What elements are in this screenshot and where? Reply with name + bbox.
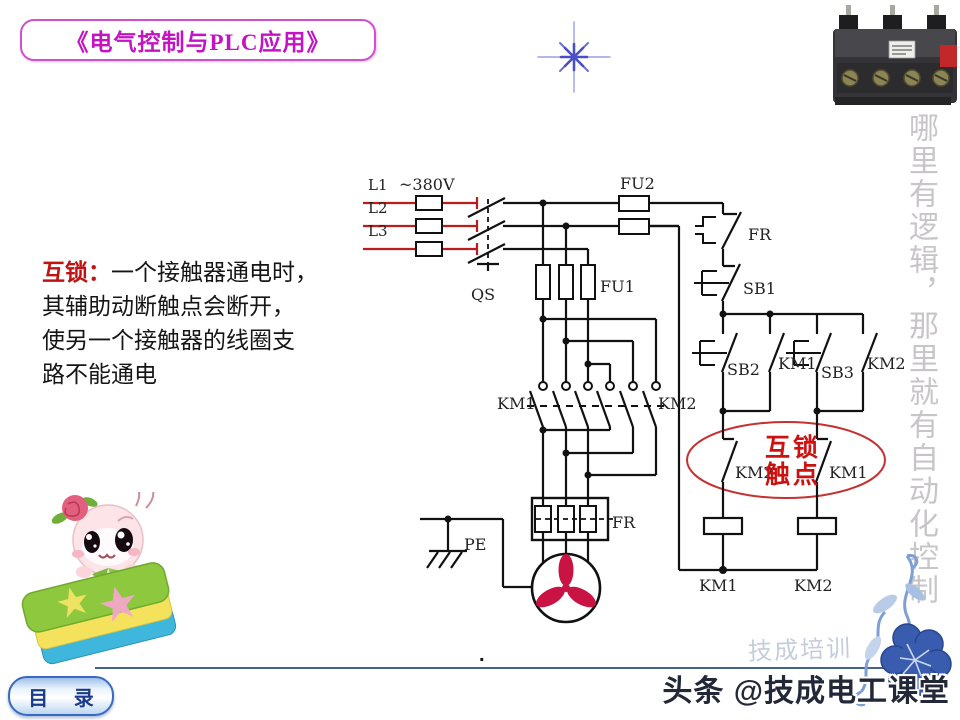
label-km2-interlock: KM2 (735, 463, 774, 482)
sparkle-icon (537, 21, 611, 93)
toc-button[interactable]: 目 录 (8, 676, 114, 716)
star-pink (100, 586, 136, 623)
label-l3: L3 (368, 222, 388, 240)
label-pe: PE (464, 535, 486, 554)
book (21, 562, 177, 665)
course-title: 《电气控制与PLC应用》 (65, 30, 331, 55)
rose-icon (51, 495, 98, 524)
footer-credit: 头条 @技成电工课堂 (662, 675, 950, 708)
label-sb2: SB2 (727, 360, 760, 379)
note-line-4: 路不能通电 (42, 362, 157, 388)
interlock-note: 互锁：一个接触器通电时， 其辅助动断触点会断开， 使另一个接触器的线圈支 路不能… (42, 256, 354, 392)
label-km1-interlock: KM1 (829, 463, 868, 482)
mascot-character (51, 492, 155, 588)
vertical-slogan: 哪里有逻辑，那里就有自动化控制 (903, 112, 938, 607)
toc-button-label: 目 录 (28, 687, 104, 710)
label-km1-main: KM1 (497, 394, 536, 413)
star-yellow (57, 587, 87, 619)
label-fr-ctrl: FR (748, 225, 772, 244)
label-qs: QS (471, 285, 495, 304)
motor (530, 552, 602, 624)
label-l2: L2 (368, 199, 388, 217)
flower-ornament (853, 553, 952, 707)
label-sb1: SB1 (743, 279, 776, 298)
mascot-illustration (21, 492, 177, 665)
label-l1: L1 (368, 176, 388, 194)
note-line-3: 使另一个接触器的线圈支 (42, 328, 295, 354)
label-sb3: SB3 (821, 363, 854, 382)
label-fr-main: FR (612, 513, 636, 532)
supply-terminals (415, 195, 443, 257)
interlock-annotation-line1: 互锁 (765, 433, 821, 462)
fu1-fuses (535, 264, 596, 300)
fr-heater (530, 496, 616, 563)
junction-dots (444, 199, 821, 574)
course-title-banner: 《电气控制与PLC应用》 (20, 19, 376, 61)
interlock-ellipse (686, 421, 886, 499)
label-km2-aux: KM2 (867, 354, 906, 373)
label-km2-main: KM2 (658, 394, 697, 413)
label-fu1: FU1 (600, 277, 635, 296)
note-keyword: 互锁： (42, 259, 111, 286)
label-fu2: FU2 (620, 174, 655, 193)
fu2-fuses (618, 195, 650, 235)
label-km1-aux: KM1 (778, 354, 817, 373)
km-main-contacts (527, 381, 668, 498)
stray-period: . (479, 644, 485, 666)
note-line-2: 其辅助动断触点会断开， (42, 294, 295, 320)
thermal-relay-photo (833, 5, 957, 105)
control-circuit (649, 203, 886, 572)
label-km2-coil: KM2 (794, 576, 833, 595)
interlock-annotation-line2: 触点 (765, 460, 821, 489)
note-line-1: 一个接触器通电时， (111, 260, 318, 286)
label-km1-coil: KM1 (699, 576, 738, 595)
watermark-text: 技成培训 (747, 636, 853, 666)
qs-switch (467, 197, 506, 271)
label-voltage: ~380V (399, 175, 455, 194)
pe-ground (420, 517, 532, 589)
fan-icon (536, 554, 596, 608)
footer-divider (95, 667, 907, 669)
